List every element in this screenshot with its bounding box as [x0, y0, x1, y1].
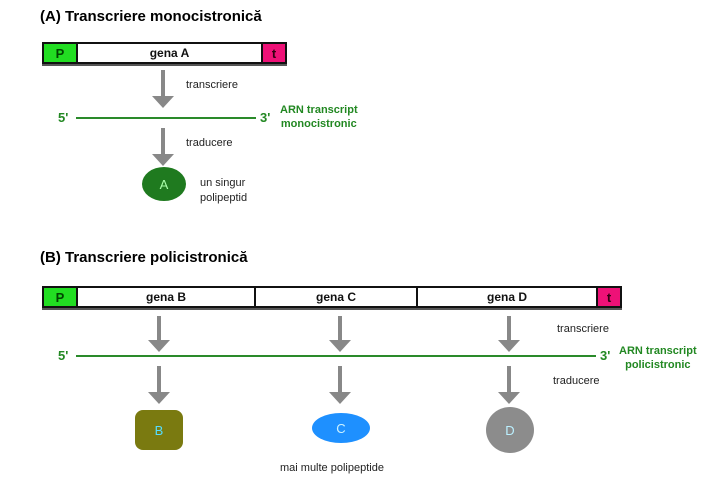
arrow-b-translation — [148, 366, 170, 404]
terminator-b: t — [596, 288, 620, 306]
rna-b-5prime: 5' — [58, 348, 69, 363]
label-a-transcription: transcriere — [186, 79, 238, 91]
protein-a-label-line2: polipeptid — [200, 192, 248, 204]
gene-d-label: gena D — [416, 288, 596, 306]
label-b-transcription: transcriere — [557, 323, 609, 335]
protein-a-label-line1: un singur — [200, 177, 246, 189]
gene-b-label: gena B — [145, 290, 186, 304]
rna-a-3prime: 3' — [260, 110, 271, 125]
section-a-heading: (A) Transcriere monocistronică — [40, 8, 262, 25]
rna-b-strand — [76, 355, 596, 357]
promoter-a: P — [44, 44, 78, 62]
arrow-c-translation — [329, 366, 351, 404]
label-a-translation: traducere — [186, 137, 233, 149]
rna-a-label-line1: ARN transcript — [280, 104, 358, 116]
arrow-a-translation — [152, 128, 174, 166]
protein-b: B — [135, 410, 183, 450]
rna-b-label-line2: policistronic — [625, 359, 691, 371]
rna-a-label-line2: monocistronic — [280, 118, 357, 130]
rna-b-label: ARN transcript policistronic — [619, 344, 697, 372]
protein-a-label: un singur polipeptid — [200, 176, 247, 206]
rna-a-label: ARN transcript monocistronic — [280, 103, 358, 131]
proteins-label: mai multe polipeptide — [280, 462, 384, 474]
protein-c: C — [312, 413, 370, 443]
arrow-d-translation — [498, 366, 520, 404]
gene-a-bar: P gena A t — [42, 42, 287, 64]
promoter-b: P — [44, 288, 78, 306]
protein-d: D — [486, 407, 534, 453]
gene-c-label: gena C — [254, 288, 416, 306]
gene-b-bar: P gena B gena C gena D t — [42, 286, 622, 308]
rna-a-strand — [76, 117, 256, 119]
rna-b-label-line1: ARN transcript — [619, 345, 697, 357]
arrow-b-transcription — [148, 316, 170, 352]
gene-a-label: gena A — [149, 46, 190, 60]
protein-a: A — [142, 167, 186, 201]
label-b-translation: traducere — [553, 375, 600, 387]
rna-a-5prime: 5' — [58, 110, 69, 125]
rna-b-3prime: 3' — [600, 348, 611, 363]
arrow-a-transcription — [152, 70, 174, 108]
terminator-a: t — [261, 44, 285, 62]
section-b-heading: (B) Transcriere policistronică — [40, 249, 248, 266]
arrow-c-transcription — [329, 316, 351, 352]
arrow-d-transcription — [498, 316, 520, 352]
